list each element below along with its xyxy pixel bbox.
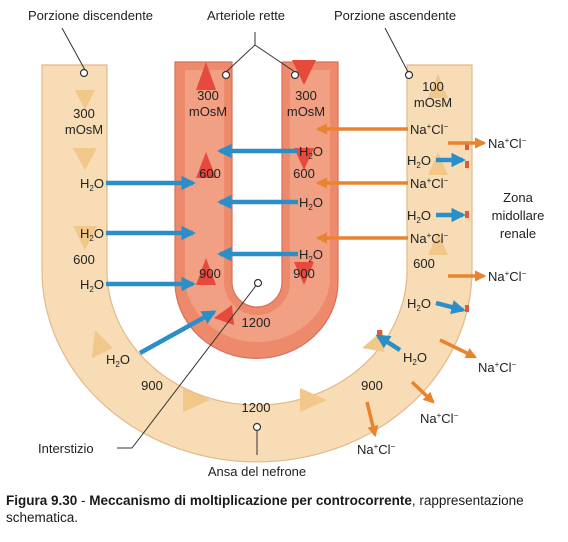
label-vasa-recta: Arteriole rette <box>207 8 285 23</box>
caption-figure-number: Figura 9.30 <box>6 493 78 508</box>
vessel-arrow-right-2 <box>294 148 314 170</box>
vessel-arrow-left-3 <box>196 258 216 285</box>
nacl-label: Na+Cl− <box>410 176 449 191</box>
vasa-right-300: 300 <box>295 88 317 103</box>
wall-marker <box>465 161 469 168</box>
vessel-arrow-right-1 <box>292 60 316 85</box>
pointer-dots <box>79 68 414 432</box>
vasa-1200: 1200 <box>242 315 271 330</box>
asc-100: 100 <box>422 79 444 94</box>
caption-dash: - <box>77 493 90 508</box>
label-ascending: Porzione ascendente <box>334 8 456 23</box>
figure-caption: Figura 9.30 - Meccanismo di moltiplicazi… <box>6 492 562 526</box>
vessel-arrow-left-2 <box>196 152 216 178</box>
loop-1200: 1200 <box>242 400 271 415</box>
label-descending: Porzione discendente <box>28 8 153 23</box>
salt-arrow <box>410 380 435 404</box>
salt-arrow <box>365 401 379 438</box>
flow-arrow-loop-bottom-l <box>183 388 210 412</box>
nacl-label: Na+Cl− <box>478 360 517 375</box>
vessel-arrow-left-1 <box>196 62 216 90</box>
caption-rest: , rappresentazione schematica. <box>6 493 524 525</box>
water-arrow <box>375 334 402 352</box>
nacl-label: Na+Cl− <box>410 231 449 246</box>
label-loop: Ansa del nefrone <box>208 464 306 479</box>
flow-arrow-asc-3 <box>428 74 448 98</box>
flow-arrow-asc-2 <box>428 152 448 175</box>
wall-markers <box>377 143 469 335</box>
nacl-labels: Na+Cl− Na+Cl− Na+Cl− Na+Cl− Na+Cl− Na+Cl… <box>357 122 527 457</box>
nacl-label: Na+Cl− <box>420 411 459 426</box>
water-arrow <box>138 310 217 355</box>
nacl-label: Na+Cl− <box>410 122 449 137</box>
vessel-arrow-right-3 <box>294 262 314 285</box>
flow-arrow-desc-2 <box>73 148 97 170</box>
label-interstitium: Interstizio <box>38 441 94 456</box>
loop-900-left: 900 <box>141 378 163 393</box>
vessel-arrow-bottom <box>214 305 234 325</box>
nacl-label: Na+Cl− <box>488 269 527 284</box>
h2o-label: H2O <box>299 195 323 212</box>
h2o-label: H2O <box>106 352 130 369</box>
h2o-label: H2O <box>407 153 431 170</box>
h2o-label: H2O <box>299 144 323 161</box>
desc-600: 600 <box>73 252 95 267</box>
flow-arrow-desc-1 <box>75 90 95 110</box>
flow-arrow-desc-3 <box>73 226 97 250</box>
nacl-label: Na+Cl− <box>488 136 527 151</box>
h2o-labels: H2O H2O H2O H2O H2O H2O H2O H2O H2O H2O … <box>80 144 431 369</box>
salt-arrows <box>315 123 487 438</box>
h2o-label: H2O <box>403 350 427 367</box>
vasa-left-unit: mOsM <box>189 104 227 119</box>
h2o-label: H2O <box>80 277 104 294</box>
salt-arrow <box>439 338 478 359</box>
vasa-left-600: 600 <box>199 166 221 181</box>
desc-300: 300 <box>73 106 95 121</box>
vasa-left-300: 300 <box>197 88 219 103</box>
nacl-label: Na+Cl− <box>357 442 396 457</box>
zone-label-1: Zona <box>503 190 533 205</box>
h2o-label: H2O <box>407 296 431 313</box>
vasa-right-900: 900 <box>293 266 315 281</box>
countercurrent-diagram: Porzione discendente Arteriole rette Por… <box>28 8 545 479</box>
vessel-flow-arrows <box>196 60 316 325</box>
vasa-recta-inner <box>185 70 330 343</box>
h2o-label: H2O <box>80 176 104 193</box>
h2o-label: H2O <box>299 247 323 264</box>
vasa-right-600: 600 <box>293 166 315 181</box>
flow-arrow-asc-1 <box>428 232 448 255</box>
vasa-right-unit: mOsM <box>287 104 325 119</box>
desc-unit: mOsM <box>65 122 103 137</box>
water-arrows <box>106 143 466 355</box>
wall-marker <box>465 211 469 218</box>
flow-arrow-loop-bottom-r <box>300 388 327 412</box>
water-arrow <box>435 300 466 315</box>
wall-marker <box>465 143 469 150</box>
wall-marker <box>377 330 382 335</box>
zone-label-2: midollare <box>492 208 545 223</box>
wall-marker <box>465 305 469 312</box>
asc-600: 600 <box>413 256 435 271</box>
h2o-label: H2O <box>80 226 104 243</box>
h2o-label: H2O <box>407 208 431 225</box>
loop-900-right: 900 <box>361 378 383 393</box>
caption-title: Meccanismo di moltiplicazione per contro… <box>89 493 412 508</box>
asc-unit: mOsM <box>414 95 452 110</box>
flow-arrow-loop-left <box>92 330 113 358</box>
zone-label-3: renale <box>500 226 536 241</box>
vasa-left-900: 900 <box>199 266 221 281</box>
pointer-lines <box>61 27 409 455</box>
